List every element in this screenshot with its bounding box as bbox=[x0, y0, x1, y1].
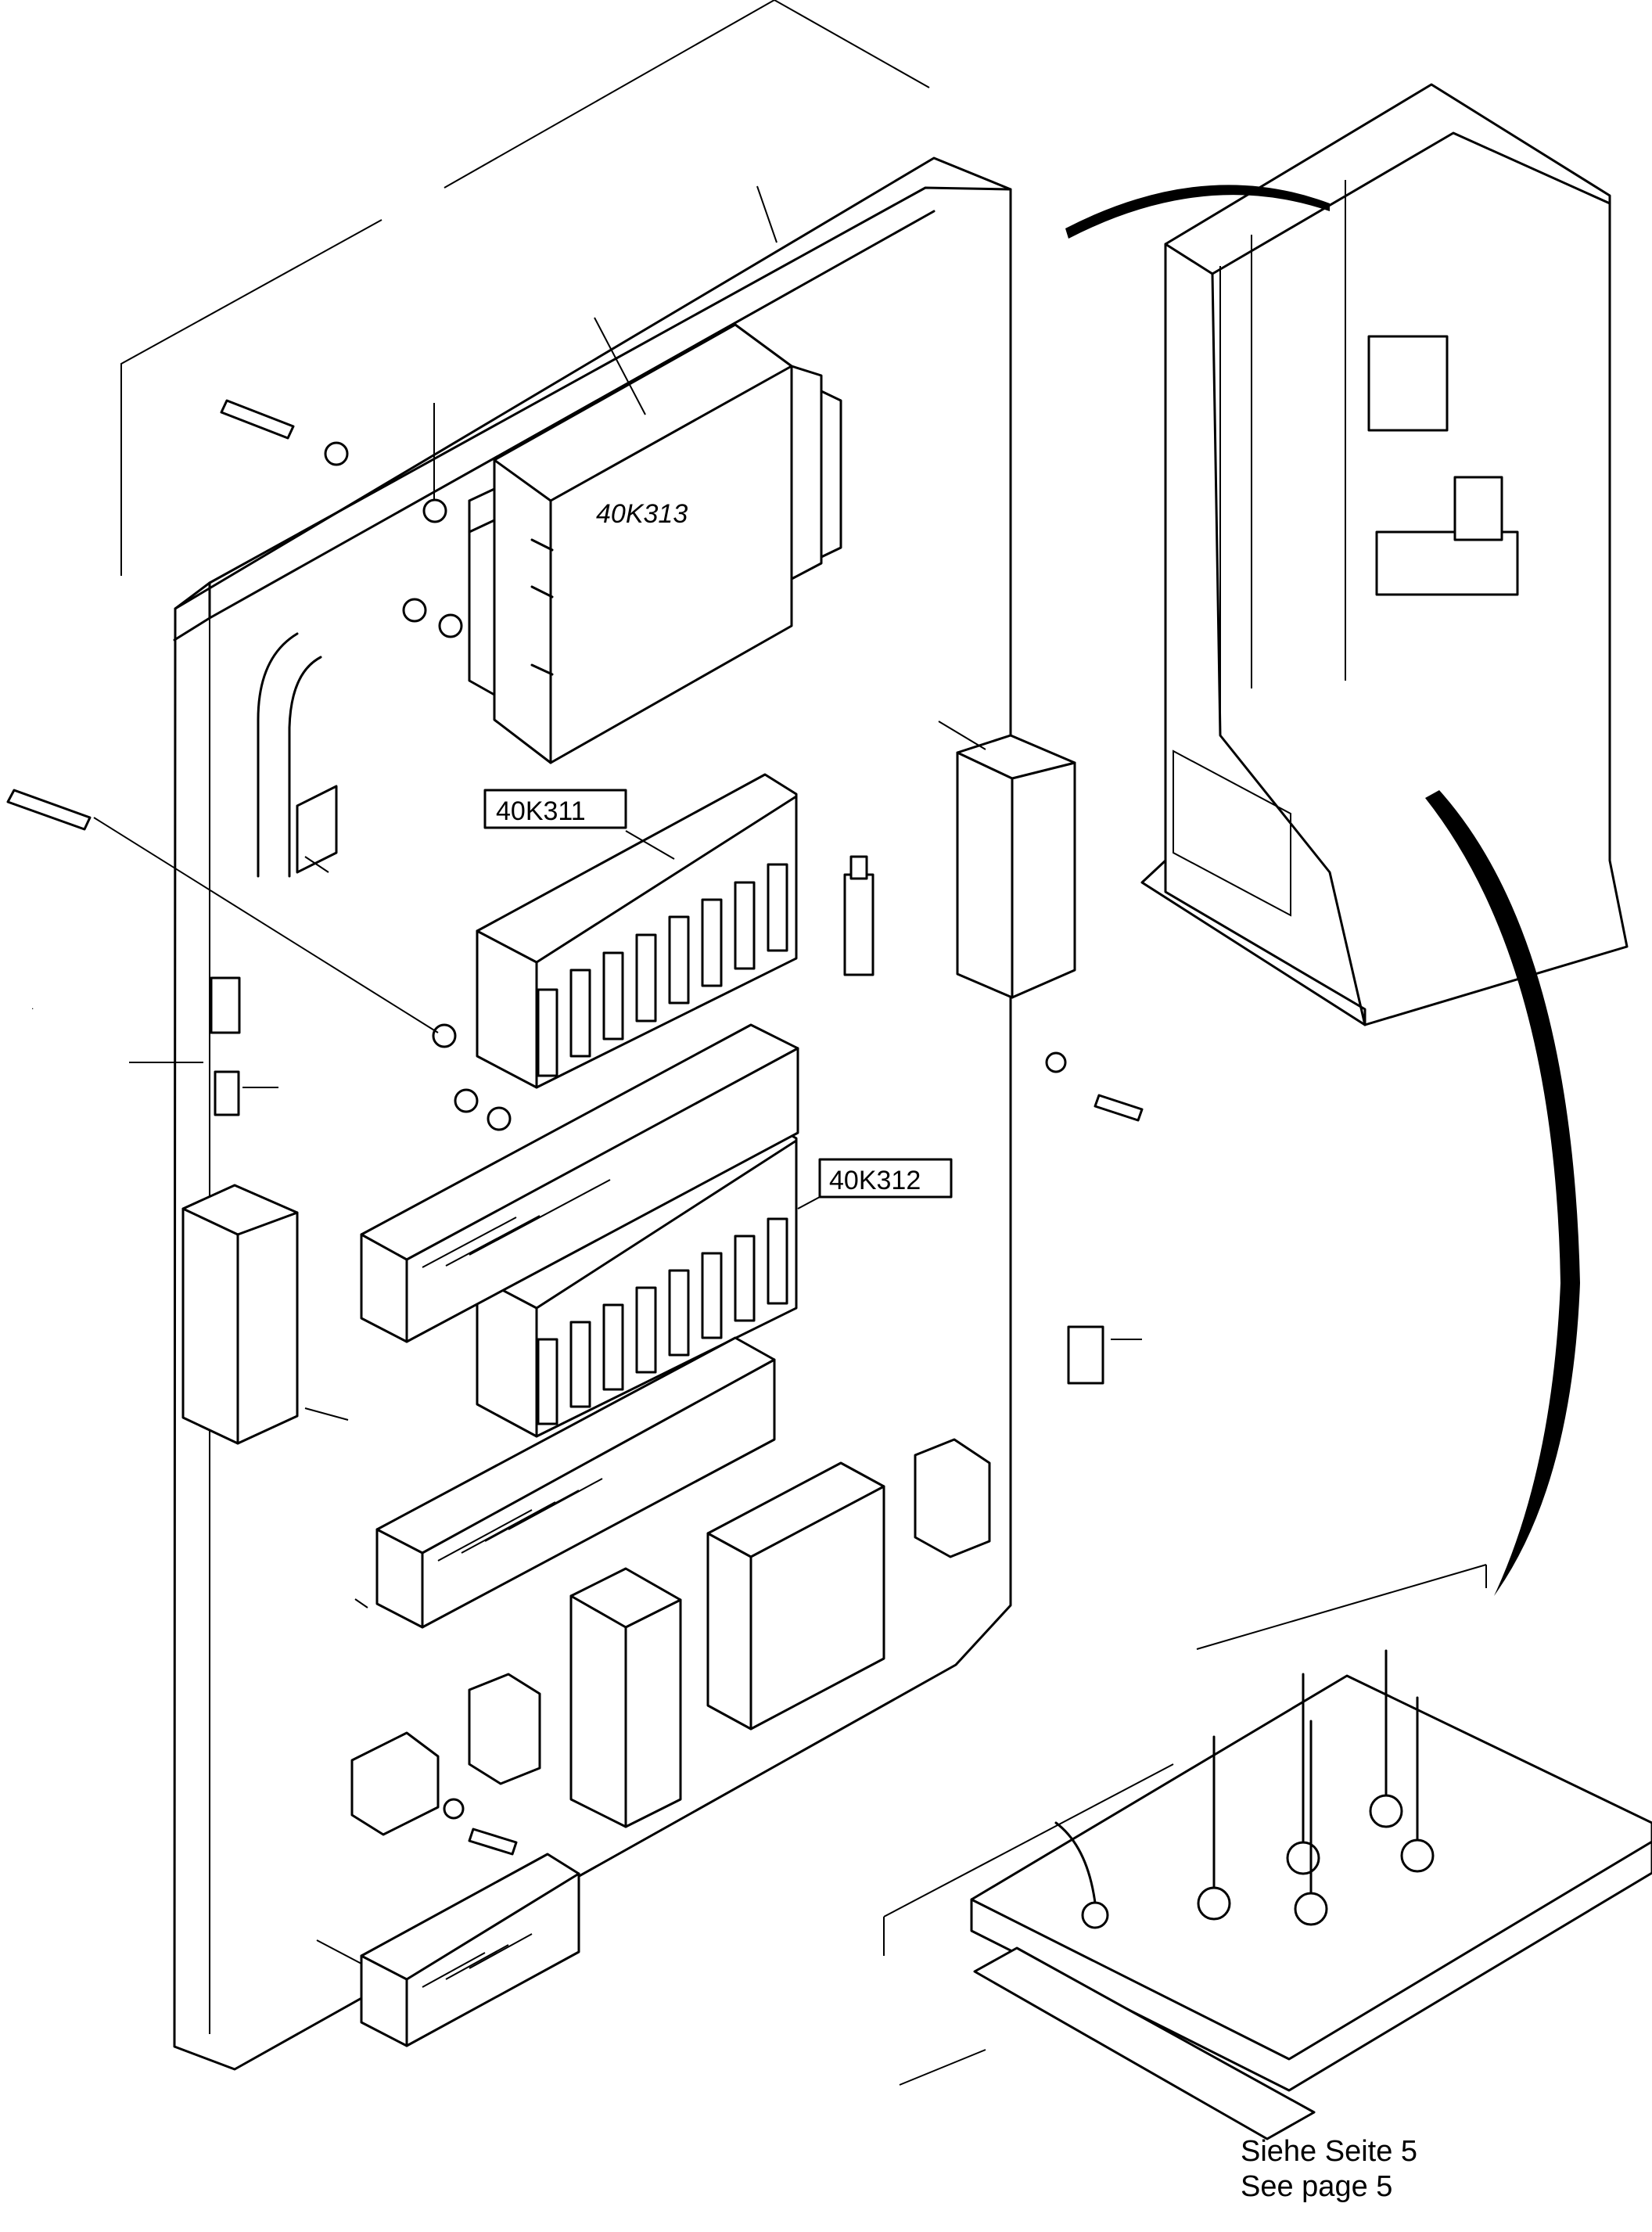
connector-arrow-top bbox=[1065, 185, 1330, 239]
relay-row-40k311 bbox=[537, 863, 788, 1077]
relay-module-40k311: 40K311 bbox=[476, 773, 798, 1089]
svg-text:.: . bbox=[31, 1001, 34, 1012]
caption-german: Siehe Seite 5 bbox=[1241, 2135, 1418, 2168]
fasteners bbox=[6, 399, 1144, 1856]
switch-cabinet bbox=[1140, 83, 1629, 1026]
module-label-40k312: 40K312 bbox=[829, 1166, 921, 1195]
vertical-cable-duct-left bbox=[181, 1184, 299, 1445]
small-relay bbox=[843, 855, 874, 976]
relay-row-40k312 bbox=[537, 1217, 788, 1425]
leader-lines bbox=[129, 403, 1142, 2086]
label-box-40k311 bbox=[483, 789, 627, 829]
cable-duct-lower bbox=[360, 1853, 580, 2047]
module-label-40k313: 40K313 bbox=[596, 499, 688, 529]
terminal-block-group bbox=[350, 1438, 991, 1836]
module-label-40k311: 40K311 bbox=[496, 796, 586, 826]
cable-gland-left bbox=[210, 632, 338, 1116]
label-plate bbox=[1067, 1325, 1104, 1385]
page-reference-caption: Siehe Seite 5 See page 5 bbox=[1241, 2134, 1417, 2205]
vertical-cable-duct-right bbox=[956, 734, 1076, 999]
cable-entry-plate bbox=[883, 1564, 1652, 2140]
caption-english: See page 5 bbox=[1241, 2170, 1393, 2203]
connector-arrow-long bbox=[1425, 790, 1580, 1596]
relay-module-40k312: 40K312 bbox=[476, 1116, 953, 1438]
cable-duct-middle bbox=[375, 1336, 776, 1629]
cable-glands-plate bbox=[1054, 1649, 1435, 1929]
construction-lines bbox=[120, 0, 930, 576]
relay-module-40k313: 40K313 bbox=[468, 317, 842, 764]
cable-duct-upper bbox=[360, 1023, 799, 1343]
label-box-40k312 bbox=[818, 1158, 953, 1199]
